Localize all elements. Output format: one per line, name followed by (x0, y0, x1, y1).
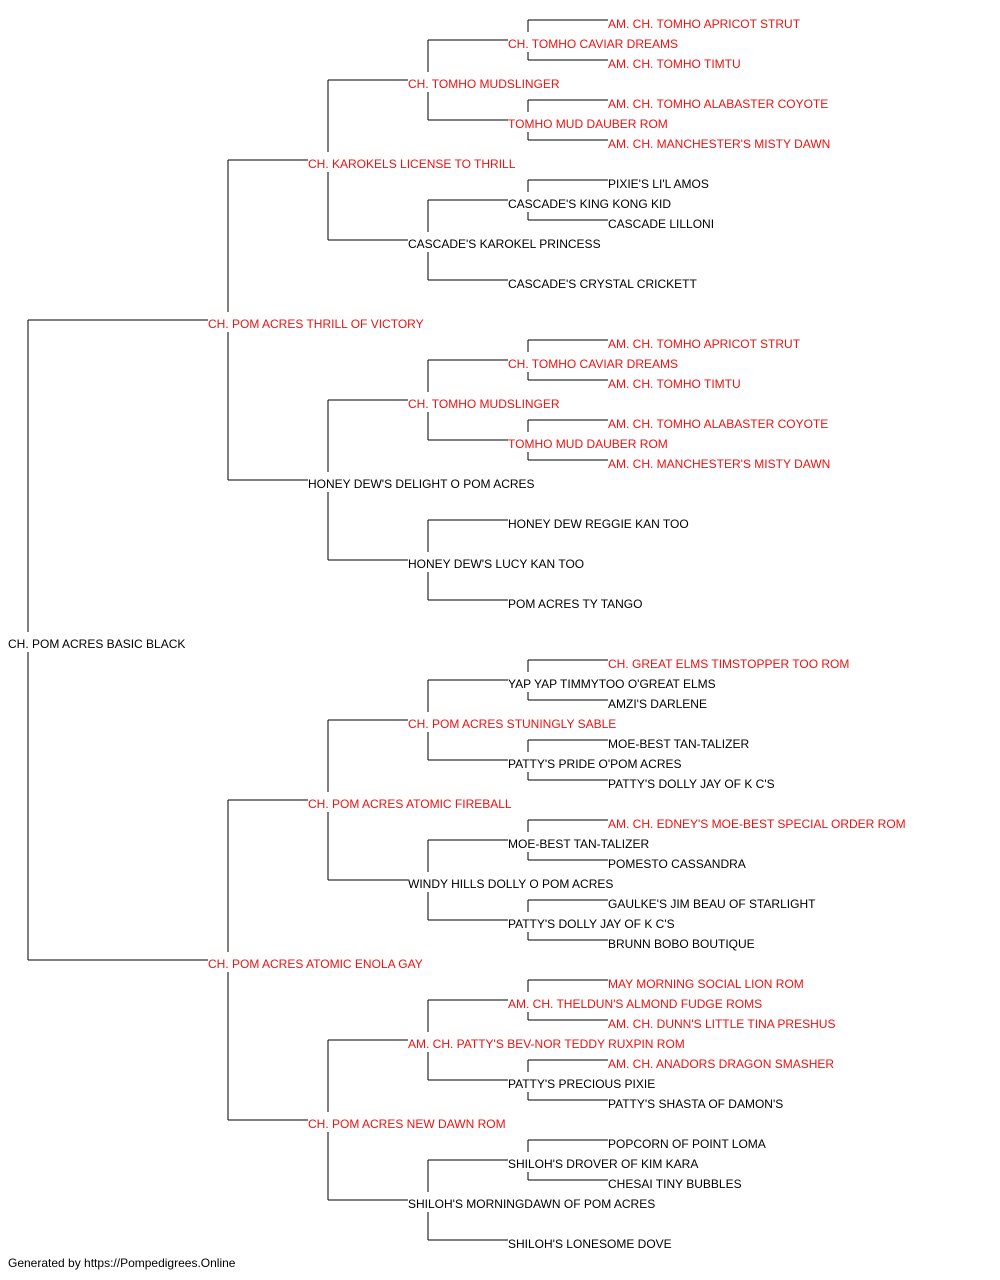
ancestor-name[interactable]: HONEY DEW REGGIE KAN TOO (508, 517, 689, 531)
ancestor-name[interactable]: CH. KAROKELS LICENSE TO THRILL (308, 157, 516, 171)
ancestor-name[interactable]: AM. CH. THELDUN'S ALMOND FUDGE ROMS (508, 997, 762, 1011)
ancestor-name[interactable]: MAY MORNING SOCIAL LION ROM (608, 977, 804, 991)
ancestor-name[interactable]: AMZI'S DARLENE (608, 697, 707, 711)
ancestor-name[interactable]: CHESAI TINY BUBBLES (608, 1177, 742, 1191)
ancestor-name[interactable]: CASCADE'S CRYSTAL CRICKETT (508, 277, 697, 291)
ancestor-name[interactable]: CASCADE LILLONI (608, 217, 714, 231)
ancestor-name[interactable]: HONEY DEW'S DELIGHT O POM ACRES (308, 477, 535, 491)
ancestor-name[interactable]: PATTY'S DOLLY JAY OF K C'S (608, 777, 775, 791)
pedigree-connectors (27, 19, 608, 1241)
ancestor-name[interactable]: POPCORN OF POINT LOMA (608, 1137, 766, 1151)
ancestor-name[interactable]: AM. CH. TOMHO APRICOT STRUT (608, 17, 801, 31)
ancestor-name[interactable]: AM. CH. TOMHO TIMTU (608, 377, 741, 391)
ancestor-name[interactable]: GAULKE'S JIM BEAU OF STARLIGHT (608, 897, 816, 911)
ancestor-name[interactable]: CH. TOMHO MUDSLINGER (408, 397, 560, 411)
ancestor-name[interactable]: TOMHO MUD DAUBER ROM (508, 117, 668, 131)
ancestor-name[interactable]: CH. TOMHO MUDSLINGER (408, 77, 560, 91)
ancestor-name[interactable]: AM. CH. ANADORS DRAGON SMASHER (608, 1057, 834, 1071)
ancestor-name[interactable]: HONEY DEW'S LUCY KAN TOO (408, 557, 584, 571)
ancestor-name[interactable]: AM. CH. EDNEY'S MOE-BEST SPECIAL ORDER R… (608, 817, 906, 831)
ancestor-name[interactable]: WINDY HILLS DOLLY O POM ACRES (408, 877, 613, 891)
ancestor-name[interactable]: POMESTO CASSANDRA (608, 857, 746, 871)
ancestor-name[interactable]: SHILOH'S DROVER OF KIM KARA (508, 1157, 698, 1171)
ancestor-name[interactable]: AM. CH. MANCHESTER'S MISTY DAWN (608, 137, 830, 151)
ancestor-name[interactable]: AM. CH. TOMHO TIMTU (608, 57, 741, 71)
ancestor-name[interactable]: PIXIE'S LI'L AMOS (608, 177, 709, 191)
ancestor-name[interactable]: PATTY'S PRIDE O'POM ACRES (508, 757, 682, 771)
ancestor-name[interactable]: PATTY'S SHASTA OF DAMON'S (608, 1097, 783, 1111)
ancestor-name[interactable]: MOE-BEST TAN-TALIZER (508, 837, 649, 851)
ancestor-name[interactable]: AM. CH. PATTY'S BEV-NOR TEDDY RUXPIN ROM (408, 1037, 685, 1051)
ancestor-name[interactable]: SHILOH'S MORNINGDAWN OF POM ACRES (408, 1197, 655, 1211)
ancestor-name[interactable]: PATTY'S PRECIOUS PIXIE (508, 1077, 655, 1091)
ancestor-name[interactable]: AM. CH. TOMHO ALABASTER COYOTE (608, 97, 828, 111)
ancestor-name[interactable]: PATTY'S DOLLY JAY OF K C'S (508, 917, 675, 931)
ancestor-name[interactable]: SHILOH'S LONESOME DOVE (508, 1237, 672, 1251)
generated-by-footer: Generated by https://Pompedigrees.Online (8, 1256, 236, 1270)
ancestor-name[interactable]: YAP YAP TIMMYTOO O'GREAT ELMS (508, 677, 716, 691)
pedigree-names: CH. POM ACRES BASIC BLACK CH. POM ACRES T… (8, 17, 906, 1251)
ancestor-name[interactable]: TOMHO MUD DAUBER ROM (508, 437, 668, 451)
ancestor-name[interactable]: AM. CH. MANCHESTER'S MISTY DAWN (608, 457, 830, 471)
ancestor-name[interactable]: AM. CH. TOMHO ALABASTER COYOTE (608, 417, 828, 431)
ancestor-name[interactable]: POM ACRES TY TANGO (508, 597, 642, 611)
subject-dog-name[interactable]: CH. POM ACRES BASIC BLACK (8, 637, 185, 651)
ancestor-name[interactable]: CH. POM ACRES ATOMIC FIREBALL (308, 797, 512, 811)
ancestor-name[interactable]: CASCADE'S KING KONG KID (508, 197, 671, 211)
ancestor-name[interactable]: CH. TOMHO CAVIAR DREAMS (508, 37, 678, 51)
ancestor-name[interactable]: CH. TOMHO CAVIAR DREAMS (508, 357, 678, 371)
ancestor-name[interactable]: BRUNN BOBO BOUTIQUE (608, 937, 755, 951)
ancestor-name[interactable]: AM. CH. TOMHO APRICOT STRUT (608, 337, 801, 351)
ancestor-name[interactable]: CH. POM ACRES STUNINGLY SABLE (408, 717, 616, 731)
ancestor-name[interactable]: CH. GREAT ELMS TIMSTOPPER TOO ROM (608, 657, 849, 671)
ancestor-name[interactable]: MOE-BEST TAN-TALIZER (608, 737, 749, 751)
ancestor-name[interactable]: CH. POM ACRES ATOMIC ENOLA GAY (208, 957, 423, 971)
ancestor-name[interactable]: CH. POM ACRES THRILL OF VICTORY (208, 317, 424, 331)
ancestor-name[interactable]: CH. POM ACRES NEW DAWN ROM (308, 1117, 506, 1131)
ancestor-name[interactable]: AM. CH. DUNN'S LITTLE TINA PRESHUS (608, 1017, 835, 1031)
ancestor-name[interactable]: CASCADE'S KAROKEL PRINCESS (408, 237, 601, 251)
